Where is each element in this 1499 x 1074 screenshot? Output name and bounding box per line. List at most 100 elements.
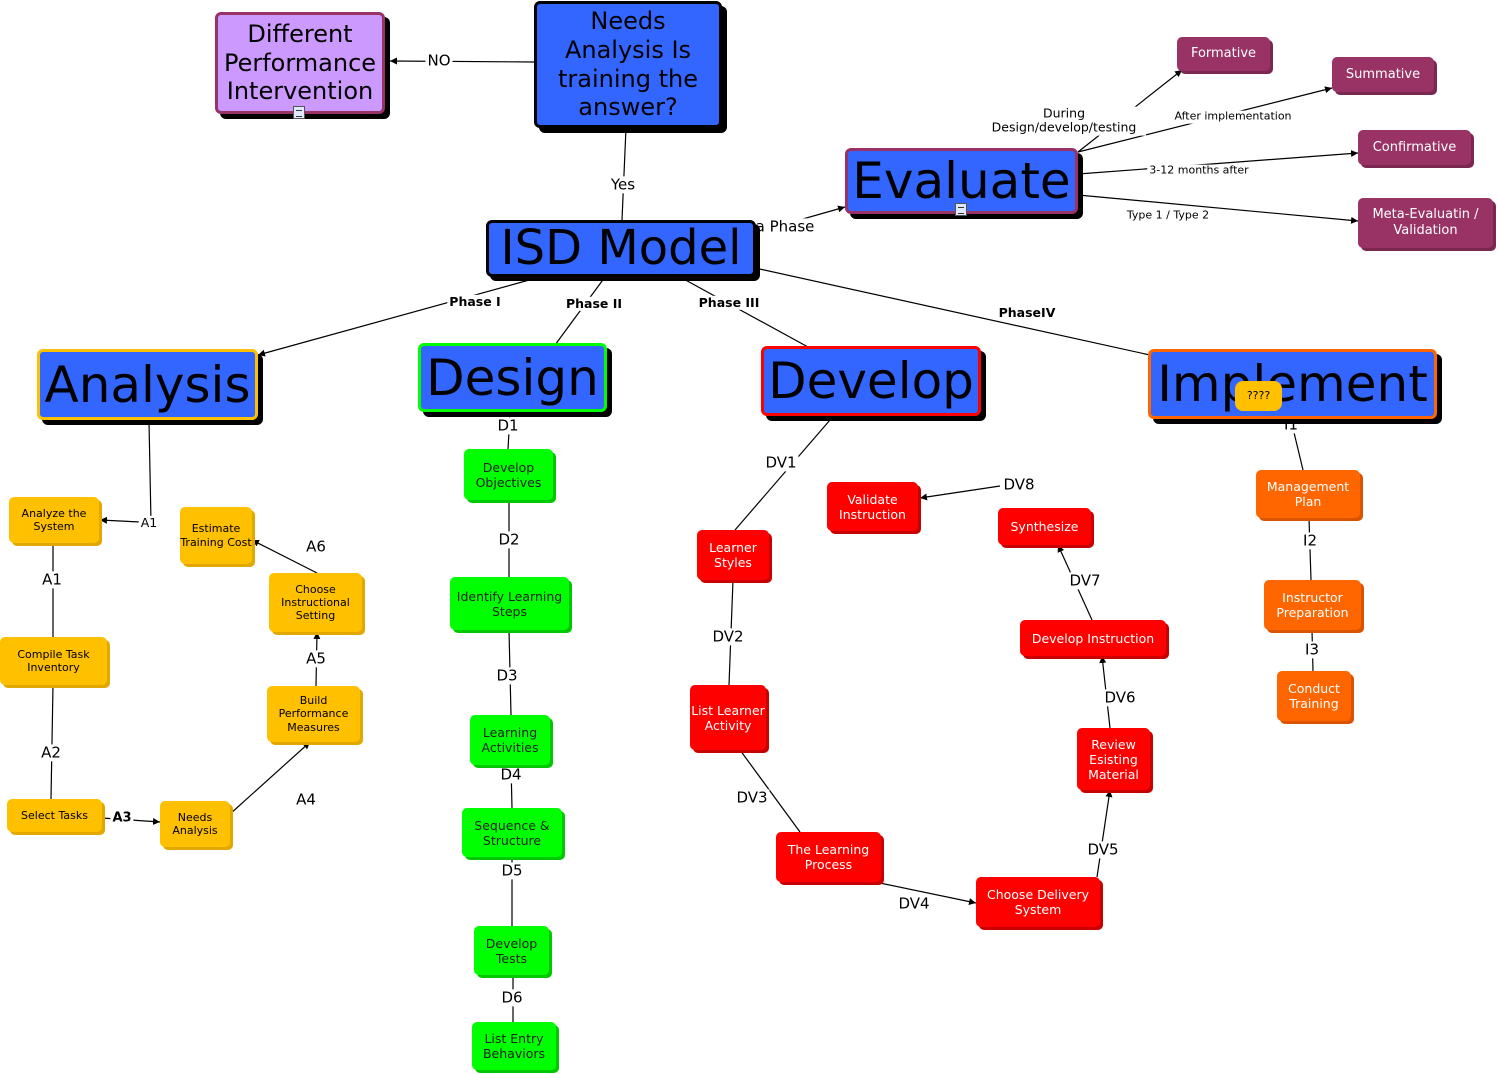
- validate-instruction-node[interactable]: Validate Instruction: [827, 482, 918, 531]
- choose-delivery-system-text: Choose Delivery System: [986, 887, 1089, 917]
- develop-objectives-node[interactable]: Develop Objectives: [464, 449, 553, 500]
- question-note[interactable]: ????: [1235, 381, 1282, 411]
- different-performance-node[interactable]: Different Performance Intervention: [215, 12, 385, 114]
- document-icon[interactable]: [293, 106, 305, 119]
- learning-activities-node[interactable]: Learning Activities: [470, 715, 550, 765]
- link-label-d5: D5: [499, 861, 525, 880]
- learning-activities-text: Learning Activities: [481, 725, 539, 755]
- link-label-phase-ii: Phase II: [563, 295, 625, 312]
- analyze-system-node[interactable]: Analyze the System: [9, 497, 99, 543]
- summative-text: Summative: [1345, 66, 1421, 82]
- develop-tests-text: Develop Tests: [485, 935, 538, 966]
- estimate-training-cost-text: Estimate Training Cost: [180, 522, 252, 549]
- identify-learning-steps-text: Identify Learning Steps: [456, 588, 563, 619]
- confirmative-node[interactable]: Confirmative: [1358, 130, 1471, 165]
- develop-text: Develop: [768, 352, 974, 410]
- synthesize-node[interactable]: Synthesize: [998, 508, 1091, 545]
- instructor-preparation-node[interactable]: Instructor Preparation: [1264, 580, 1361, 630]
- link-label-dv2: DV2: [710, 627, 746, 646]
- select-tasks-node[interactable]: Select Tasks: [7, 799, 102, 832]
- link-label-d2: D2: [496, 530, 522, 549]
- evaluate-text: Evaluate: [852, 152, 1071, 210]
- link-label-dv4: DV4: [896, 894, 932, 913]
- implement-text: Implement: [1157, 355, 1428, 413]
- learner-styles-node[interactable]: Learner Styles: [697, 530, 769, 580]
- different-performance-text: Different Performance Intervention: [223, 19, 377, 106]
- estimate-training-cost-node[interactable]: Estimate Training Cost: [180, 507, 252, 564]
- list-learner-activity-node[interactable]: List Learner Activity: [690, 685, 766, 750]
- build-performance-measures-node[interactable]: Build Performance Measures: [267, 686, 360, 742]
- link-label-no: NO: [425, 51, 453, 70]
- link-label-all-phase: a Phase: [753, 217, 817, 236]
- management-plan-node[interactable]: Management Plan: [1256, 470, 1360, 518]
- list-entry-behaviors-node[interactable]: List Entry Behaviors: [472, 1022, 556, 1070]
- implement-node[interactable]: Implement: [1148, 349, 1437, 419]
- design-node[interactable]: Design: [418, 343, 607, 412]
- question-note-text: ????: [1246, 389, 1271, 403]
- link-label-yes: Yes: [608, 175, 638, 194]
- link-label-i2: I2: [1301, 531, 1319, 550]
- link-label-dv7: DV7: [1067, 571, 1103, 590]
- link-label-dv8: DV8: [1001, 475, 1037, 494]
- link-label-after-implementation: After implementation: [1172, 109, 1294, 124]
- develop-instruction-node[interactable]: Develop Instruction: [1020, 620, 1166, 656]
- design-text: Design: [426, 348, 599, 407]
- needs-analysis-root-text: Needs Analysis Is training the answer?: [558, 6, 698, 122]
- isd-model-node[interactable]: ISD Model: [486, 220, 756, 277]
- sequence-structure-node[interactable]: Sequence & Structure: [462, 808, 562, 857]
- link-label-d6: D6: [499, 988, 525, 1007]
- select-tasks-text: Select Tasks: [21, 808, 88, 822]
- choose-instructional-setting-node[interactable]: Choose Instructional Setting: [269, 573, 362, 632]
- meta-evaluation-node[interactable]: Meta-Evaluatin / Validation: [1358, 198, 1493, 248]
- needs-analysis-node[interactable]: Needs Analysis: [160, 801, 230, 847]
- formative-text: Formative: [1190, 46, 1257, 62]
- link-label-dv6: DV6: [1102, 688, 1138, 707]
- link-label-dv5: DV5: [1085, 840, 1121, 859]
- confirmative-text: Confirmative: [1372, 139, 1457, 155]
- develop-instruction-text: Develop Instruction: [1031, 630, 1155, 646]
- develop-objectives-text: Develop Objectives: [475, 459, 542, 490]
- needs-analysis-root-node[interactable]: Needs Analysis Is training the answer?: [534, 1, 722, 128]
- develop-tests-node[interactable]: Develop Tests: [474, 926, 549, 975]
- list-entry-behaviors-text: List Entry Behaviors: [482, 1031, 546, 1061]
- choose-instructional-setting-text: Choose Instructional Setting: [281, 582, 350, 623]
- validate-instruction-text: Validate Instruction: [839, 491, 906, 522]
- link-label-phase-iv: PhaseIV: [996, 304, 1058, 321]
- document-icon[interactable]: [955, 203, 967, 216]
- learner-styles-text: Learner Styles: [709, 540, 757, 570]
- instructor-preparation-text: Instructor Preparation: [1276, 590, 1349, 620]
- learning-process-text: The Learning Process: [787, 842, 870, 872]
- build-performance-measures-text: Build Performance Measures: [278, 694, 349, 734]
- link-label-type12: Type 1 / Type 2: [1124, 208, 1212, 223]
- summative-node[interactable]: Summative: [1332, 57, 1434, 92]
- formative-node[interactable]: Formative: [1177, 37, 1270, 71]
- analysis-text: Analysis: [44, 355, 251, 414]
- needs-analysis-text: Needs Analysis: [172, 810, 218, 837]
- analysis-node[interactable]: Analysis: [37, 349, 258, 420]
- link-label-d1: D1: [495, 416, 521, 435]
- link-label-dv3: DV3: [734, 788, 770, 807]
- link-label-phase-iii: Phase III: [696, 294, 762, 311]
- identify-learning-steps-node[interactable]: Identify Learning Steps: [450, 577, 569, 630]
- link-label-a5: A5: [304, 649, 328, 668]
- sequence-structure-text: Sequence & Structure: [474, 817, 550, 848]
- develop-node[interactable]: Develop: [761, 346, 981, 416]
- review-existing-material-node[interactable]: Review Esisting Material: [1077, 728, 1150, 790]
- isd-model-text: ISD Model: [500, 219, 742, 276]
- choose-delivery-system-node[interactable]: Choose Delivery System: [976, 877, 1100, 927]
- link-label-during: During Design/develop/testing: [982, 106, 1146, 136]
- conduct-training-node[interactable]: Conduct Training: [1277, 671, 1351, 721]
- synthesize-text: Synthesize: [1010, 519, 1079, 534]
- link-label-a1: A1: [40, 570, 64, 589]
- link-label-a2: A2: [39, 743, 63, 762]
- link-label-a3: A3: [110, 810, 134, 827]
- review-existing-material-text: Review Esisting Material: [1088, 736, 1139, 782]
- link-label-dv1: DV1: [763, 453, 799, 472]
- link-label-a6: A6: [304, 537, 328, 556]
- learning-process-node[interactable]: The Learning Process: [776, 832, 881, 882]
- meta-evaluation-text: Meta-Evaluatin / Validation: [1372, 207, 1479, 238]
- compile-task-inventory-text: Compile Task Inventory: [17, 647, 90, 674]
- link-label-i3: I3: [1303, 640, 1321, 659]
- compile-task-inventory-node[interactable]: Compile Task Inventory: [0, 637, 107, 685]
